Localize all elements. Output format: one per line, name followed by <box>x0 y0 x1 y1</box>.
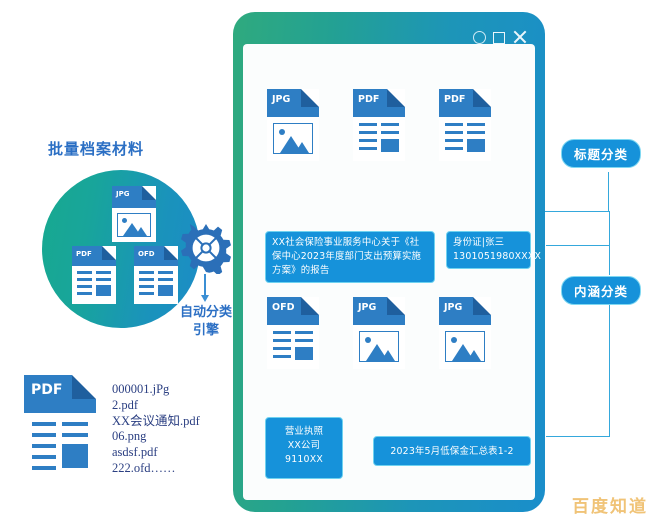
extracted-summary-card[interactable]: 2023年5月低保金汇总表1-2 <box>373 436 531 466</box>
bubble-doc-jpg: JPG <box>112 186 156 242</box>
license-line3: 9110XX <box>285 454 323 465</box>
batch-materials-title: 批量档案材料 <box>48 141 145 158</box>
extracted-id-card[interactable]: 身份证|张三 1301051980XXXX <box>446 231 542 269</box>
list-item: 222.ofd…… <box>112 460 176 475</box>
document-card-pdf-1[interactable]: PDF <box>353 89 405 161</box>
doc-type-label: PDF <box>444 94 466 105</box>
bubble-doc-ofd: OFD <box>134 246 178 304</box>
document-row-2: OFD <box>267 297 491 369</box>
list-item: XX会议通知.pdf <box>112 413 200 428</box>
engine-down-arrow-icon <box>201 274 209 302</box>
batch-materials-bubble: JPG PDF <box>42 170 200 328</box>
classification-window: JPG PDF <box>233 12 545 512</box>
doc-type-label: JPG <box>116 190 130 198</box>
document-card-jpg-3[interactable]: JPG <box>439 297 491 369</box>
file-name-list: 000001.jPg 2.pdf XX会议通知.pdf 06.png asdsf… <box>112 382 200 477</box>
connector-title-horizontal <box>529 211 609 213</box>
engine-label-line2: 引擎 <box>192 322 219 337</box>
window-content: JPG PDF <box>243 44 542 500</box>
list-item: 000001.jPg <box>112 382 170 396</box>
classification-pill-title[interactable]: 标题分类 <box>561 139 642 168</box>
id-card-line1: 身份证|张三 <box>453 237 505 248</box>
watermark: 百度知道 <box>572 497 648 517</box>
connector-summary-horizontal <box>546 436 610 438</box>
maximize-icon[interactable] <box>493 31 505 44</box>
minimize-icon[interactable] <box>473 31 486 44</box>
license-line1: 营业执照 <box>284 426 324 437</box>
connector-inner-feed-vertical <box>609 245 611 275</box>
doc-type-label: PDF <box>76 250 92 258</box>
engine-label-line1: 自动分类 <box>179 304 232 319</box>
connector-summary-vertical <box>609 302 611 437</box>
document-card-jpg-1[interactable]: JPG <box>267 89 319 161</box>
document-card-ofd-1[interactable]: OFD <box>267 297 319 369</box>
license-line2: XX公司 <box>287 440 321 451</box>
document-card-jpg-2[interactable]: JPG <box>353 297 405 369</box>
classification-pill-content[interactable]: 内涵分类 <box>561 276 642 305</box>
doc-type-label: JPG <box>272 94 291 105</box>
gear-icon <box>180 222 232 276</box>
list-item: 2.pdf <box>112 397 139 412</box>
pdf-stack-icon: PDF <box>24 375 96 475</box>
connector-title-vertical <box>608 172 610 212</box>
close-icon[interactable] <box>512 30 527 45</box>
document-card-pdf-2[interactable]: PDF <box>439 89 491 161</box>
connector-id-horizontal <box>546 245 610 247</box>
doc-type-label: OFD <box>138 250 155 258</box>
document-row-1: JPG PDF <box>267 89 491 161</box>
doc-type-label: PDF <box>31 382 63 398</box>
extracted-title-card[interactable]: XX社会保险事业服务中心关于《社保中心2023年度部门支出预算实施方案》的报告 <box>265 231 435 283</box>
extracted-license-card[interactable]: 营业执照 XX公司 9110XX <box>265 417 343 479</box>
doc-type-label: JPG <box>358 302 377 313</box>
doc-type-label: JPG <box>444 302 463 313</box>
doc-type-label: PDF <box>358 94 380 105</box>
engine-label: 自动分类 引擎 <box>150 303 262 339</box>
window-controls[interactable] <box>473 30 527 45</box>
id-card-line2: 1301051980XXXX <box>453 251 542 262</box>
connector-id-vertical <box>609 211 611 246</box>
doc-type-label: OFD <box>272 302 295 313</box>
list-item: 06.png <box>112 429 147 444</box>
bubble-doc-pdf: PDF <box>72 246 116 304</box>
list-item: asdsf.pdf <box>112 445 158 460</box>
